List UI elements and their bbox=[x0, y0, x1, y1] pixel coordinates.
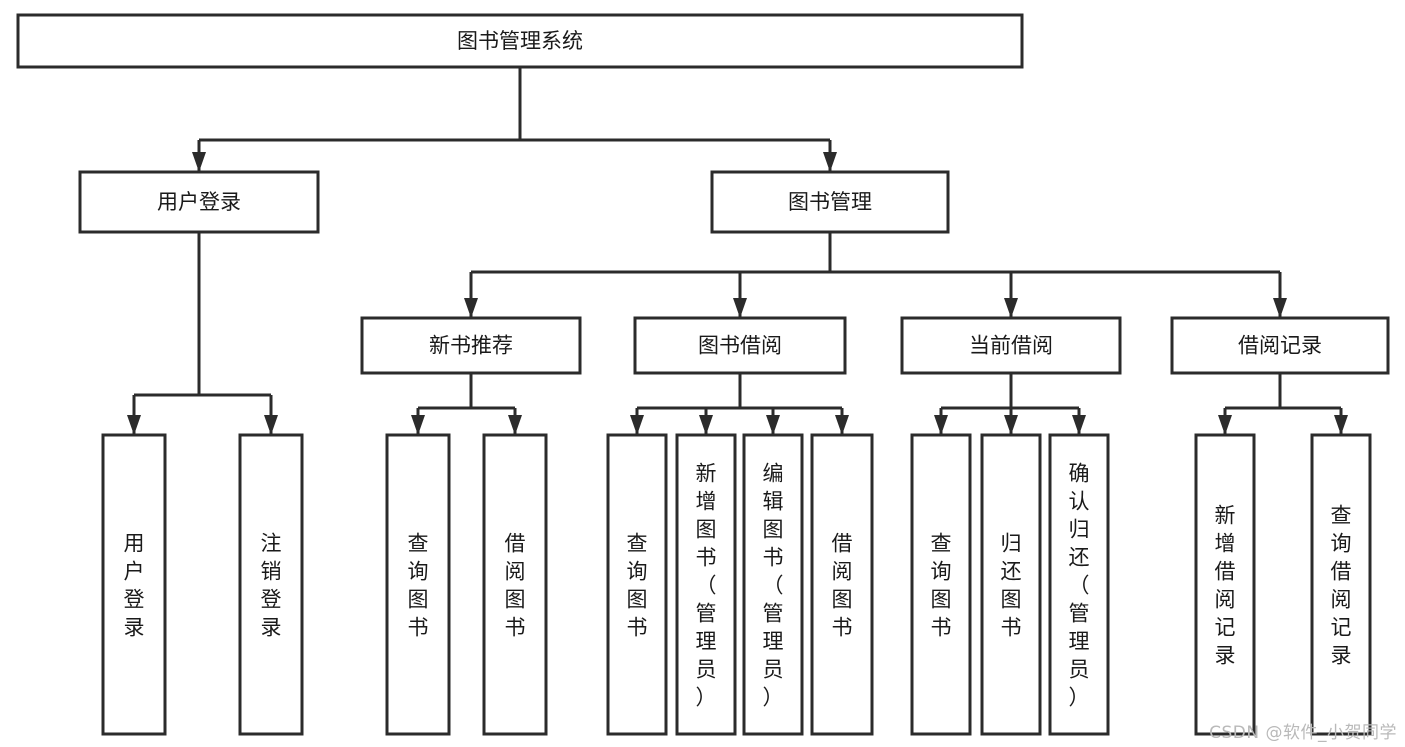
node-leaf-query-book-3[interactable]: 查询图书 bbox=[910, 433, 972, 736]
node-box bbox=[385, 433, 451, 736]
node-label: 借阅图书 bbox=[832, 531, 853, 639]
arrow-head-icon bbox=[1004, 298, 1018, 318]
node-box bbox=[78, 170, 320, 234]
node-label: 借阅记录 bbox=[1238, 334, 1322, 358]
node-leaf-borrow-book-2[interactable]: 借阅图书 bbox=[810, 433, 874, 736]
node-box bbox=[633, 316, 847, 375]
connector-group-l1-user-login bbox=[127, 232, 278, 435]
connector-group-l2-new-book bbox=[411, 373, 522, 435]
node-label: 查询借阅记录 bbox=[1331, 503, 1352, 667]
node-box bbox=[101, 433, 167, 736]
arrow-head-icon bbox=[264, 415, 278, 435]
arrow-head-icon bbox=[127, 415, 141, 435]
node-label: 新增图书（管理员） bbox=[696, 461, 717, 709]
node-box bbox=[810, 433, 874, 736]
arrow-head-icon bbox=[699, 415, 713, 435]
node-box bbox=[16, 13, 1024, 69]
connector-group-root bbox=[192, 67, 837, 172]
arrow-head-icon bbox=[733, 298, 747, 318]
node-box bbox=[675, 433, 737, 736]
node-label: 用户登录 bbox=[157, 190, 241, 214]
arrow-head-icon bbox=[1273, 298, 1287, 318]
connector-group-l2-record bbox=[1218, 373, 1348, 435]
node-box bbox=[710, 170, 950, 234]
node-l2-record[interactable]: 借阅记录 bbox=[1170, 316, 1390, 375]
node-label: 借阅图书 bbox=[505, 531, 526, 639]
node-box bbox=[238, 433, 304, 736]
node-leaf-add-book[interactable]: 新增图书（管理员） bbox=[675, 433, 737, 736]
node-leaf-edit-book[interactable]: 编辑图书（管理员） bbox=[742, 433, 804, 736]
node-label: 当前借阅 bbox=[969, 334, 1053, 358]
node-box bbox=[910, 433, 972, 736]
arrow-head-icon bbox=[823, 152, 837, 172]
node-box bbox=[360, 316, 582, 375]
node-box bbox=[1170, 316, 1390, 375]
node-l2-borrow[interactable]: 图书借阅 bbox=[633, 316, 847, 375]
node-label: 图书借阅 bbox=[698, 334, 782, 358]
node-leaf-return-book[interactable]: 归还图书 bbox=[980, 433, 1042, 736]
node-label: 用户登录 bbox=[124, 531, 145, 639]
node-root[interactable]: 图书管理系统 bbox=[16, 13, 1024, 69]
node-box bbox=[482, 433, 548, 736]
arrow-head-icon bbox=[192, 152, 206, 172]
node-leaf-query-book-2[interactable]: 查询图书 bbox=[606, 433, 668, 736]
node-label: 新书推荐 bbox=[429, 334, 513, 358]
node-label: 查询图书 bbox=[408, 531, 429, 639]
connectors-layer bbox=[127, 67, 1348, 435]
node-box bbox=[900, 316, 1122, 375]
node-l2-current[interactable]: 当前借阅 bbox=[900, 316, 1122, 375]
node-leaf-user-login[interactable]: 用户登录 bbox=[101, 433, 167, 736]
arrow-head-icon bbox=[464, 298, 478, 318]
node-label: 图书管理 bbox=[788, 190, 872, 214]
arrow-head-icon bbox=[1004, 415, 1018, 435]
node-label: 新增借阅记录 bbox=[1215, 503, 1236, 667]
arrow-head-icon bbox=[508, 415, 522, 435]
node-label: 查询图书 bbox=[627, 531, 648, 639]
arrow-head-icon bbox=[411, 415, 425, 435]
node-box bbox=[742, 433, 804, 736]
node-leaf-borrow-book-1[interactable]: 借阅图书 bbox=[482, 433, 548, 736]
connector-group-l1-book-manage bbox=[464, 232, 1287, 318]
node-l1-user-login[interactable]: 用户登录 bbox=[78, 170, 320, 234]
arrow-head-icon bbox=[835, 415, 849, 435]
node-label: 编辑图书（管理员） bbox=[763, 461, 784, 709]
node-l1-book-manage[interactable]: 图书管理 bbox=[710, 170, 950, 234]
node-label: 归还图书 bbox=[1001, 531, 1022, 639]
node-box bbox=[980, 433, 1042, 736]
node-label: 确认归还（管理员） bbox=[1069, 461, 1090, 709]
node-leaf-query-record[interactable]: 查询借阅记录 bbox=[1310, 433, 1372, 736]
node-label: 图书管理系统 bbox=[457, 29, 583, 53]
node-leaf-add-record[interactable]: 新增借阅记录 bbox=[1194, 433, 1256, 736]
arrow-head-icon bbox=[766, 415, 780, 435]
arrow-head-icon bbox=[1218, 415, 1232, 435]
arrow-head-icon bbox=[630, 415, 644, 435]
node-box bbox=[1194, 433, 1256, 736]
node-label: 注销登录 bbox=[261, 531, 282, 639]
node-box bbox=[606, 433, 668, 736]
node-leaf-logout[interactable]: 注销登录 bbox=[238, 433, 304, 736]
connector-group-l2-borrow bbox=[630, 373, 849, 435]
connector-group-l2-current bbox=[934, 373, 1086, 435]
node-box bbox=[1310, 433, 1372, 736]
node-leaf-query-book-1[interactable]: 查询图书 bbox=[385, 433, 451, 736]
nodes-layer: 图书管理系统用户登录图书管理新书推荐图书借阅当前借阅借阅记录用户登录注销登录查询… bbox=[16, 13, 1390, 736]
arrow-head-icon bbox=[934, 415, 948, 435]
node-leaf-confirm-return[interactable]: 确认归还（管理员） bbox=[1048, 433, 1110, 736]
node-l2-new-book[interactable]: 新书推荐 bbox=[360, 316, 582, 375]
arrow-head-icon bbox=[1072, 415, 1086, 435]
arrow-head-icon bbox=[1334, 415, 1348, 435]
node-label: 查询图书 bbox=[931, 531, 952, 639]
node-box bbox=[1048, 433, 1110, 736]
